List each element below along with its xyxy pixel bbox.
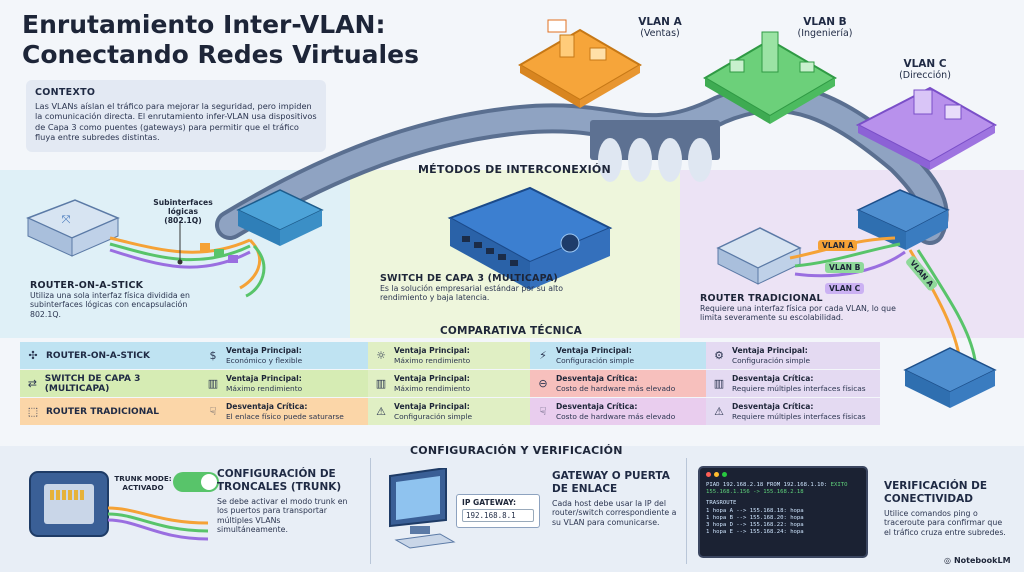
router-icon: ⬚ [27, 405, 39, 418]
comparison-cell: ☟Desventaja Crítica:Costo de hardware má… [530, 398, 706, 425]
context-heading: CONTEXTO [35, 87, 96, 98]
trunk-illustration [29, 471, 219, 541]
router-on-a-stick-router: ⤧ [26, 199, 120, 257]
bar-chart-icon: ▥ [375, 377, 387, 390]
comparison-cell: ☟Desventaja Crítica:El enlace físico pue… [200, 398, 368, 425]
gateway-card: GATEWAY O PUERTA DE ENLACE Cada host deb… [552, 470, 677, 527]
vlan-b-platform [703, 31, 837, 124]
context-box: CONTEXTO Las VLANs aíslan el tráfico par… [26, 80, 326, 152]
row-header: ⇄SWITCH DE CAPA 3 (MULTICAPA) [20, 370, 200, 397]
comparison-cell: ▥Desventaja Crítica:Requiere múltiples i… [706, 370, 880, 397]
router-on-a-stick-switch [236, 189, 324, 246]
vlan-a-label: VLAN A(Ventas) [638, 16, 682, 39]
vlan-b-label: VLAN B(Ingeniería) [797, 16, 853, 39]
logo-icon: ◎ [944, 556, 951, 565]
gear-icon: ⚙ [714, 349, 724, 362]
divider [370, 458, 371, 564]
row-header: ✣ROUTER-ON-A-STICK [20, 342, 200, 369]
network-icon: ✣ [28, 349, 38, 362]
bar-chart-icon: ▥ [207, 377, 219, 390]
comparison-cell: ☼Ventaja Principal:Máximo rendimiento [368, 342, 530, 369]
warning-icon: ⚠ [376, 405, 386, 418]
gateway-ip-field[interactable]: 192.168.8.1 [462, 509, 534, 522]
network-diagram: ⤧ [26, 19, 998, 408]
trunk-mode-toggle-label: TRUNK MODE: ACTIVADO [114, 474, 172, 492]
method-router-on-a-stick: ROUTER-ON-A-STICK Utiliza una sola inter… [30, 280, 190, 319]
comparison-heading: COMPARATIVA TÉCNICA [440, 325, 582, 337]
traditional-router-switch [856, 189, 950, 250]
verify-card: VERIFICACIÓN DE CONECTIVIDAD Utilice com… [884, 480, 1006, 537]
money-icon: $ [209, 349, 217, 362]
thumbs-down-icon: ☟ [539, 405, 547, 418]
method-traditional-router: ROUTER TRADICIONAL Requiere una interfaz… [700, 293, 896, 323]
layer3-switch-device [447, 186, 613, 290]
comparison-cell: ⚠Ventaja Principal:Configuración simple [368, 398, 530, 425]
page-title: Enrutamiento Inter-VLAN: Conectando Rede… [22, 10, 419, 69]
monitor-illustration [389, 468, 456, 549]
traditional-router [716, 227, 802, 285]
comparison-row-trad: ⬚ROUTER TRADICIONAL ☟Desventaja Crítica:… [20, 398, 880, 425]
bar-chart-icon: ▥ [713, 377, 725, 390]
link-label-vlan-a: VLAN A [818, 240, 858, 251]
thumbs-down-icon: ☟ [209, 405, 217, 418]
comparison-cell: ⊖Desventaja Crítica:Costo de hardware má… [530, 370, 706, 397]
comparison-cell: ⚡Ventaja Principal:Configuración simple [530, 342, 706, 369]
terminal-window: PIAD 192.168.2.18 FROM 192.168.1.10: EXI… [698, 466, 868, 558]
bridge-arches [590, 120, 720, 182]
comparison-cell: ▥Ventaja Principal:Máximo rendimiento [368, 370, 530, 397]
comparison-cell: ▥Ventaja Principal:Máximo rendimiento [200, 370, 368, 397]
vlan-c-label: VLAN C(Dirección) [899, 58, 951, 81]
comparison-cell: $Ventaja Principal:Económico y flexible [200, 342, 368, 369]
link-label-vlan-b: VLAN B [825, 262, 865, 273]
lightning-icon: ⚡ [539, 349, 547, 362]
svg-text:⤧: ⤧ [62, 213, 71, 226]
gateway-popup: IP GATEWAY: 192.168.8.1 [456, 494, 540, 528]
methods-heading: MÉTODOS DE INTERCONEXIÓN [418, 163, 611, 176]
comparison-row-l3: ⇄SWITCH DE CAPA 3 (MULTICAPA) ▥Ventaja P… [20, 370, 880, 397]
notebooklm-logo: ◎NotebookLM [944, 556, 1011, 565]
access-switch [903, 347, 997, 408]
vlan-a-platform [518, 19, 642, 108]
warning-icon: ⚠ [714, 405, 724, 418]
method-layer3-switch: SWITCH DE CAPA 3 (MULTICAPA) Es la soluc… [380, 273, 563, 303]
divider [686, 458, 687, 564]
trunk-card: CONFIGURACIÓN DE TRONCALES (TRUNK) Se de… [217, 468, 348, 535]
comparison-row-ros: ✣ROUTER-ON-A-STICK $Ventaja Principal:Ec… [20, 342, 880, 369]
vlan-c-platform [855, 86, 998, 170]
comparison-cell: ⚠Desventaja Crítica:Requiere múltiples i… [706, 398, 880, 425]
lightbulb-icon: ☼ [376, 349, 386, 362]
arrows-icon: ⇄ [27, 377, 37, 390]
context-text: Las VLANs aíslan el tráfico para mejorar… [35, 101, 317, 143]
cost-icon: ⊖ [538, 377, 548, 390]
subinterfaces-label: Subinterfaces lógicas (802.1Q) [153, 198, 213, 225]
row-header: ⬚ROUTER TRADICIONAL [20, 398, 200, 425]
window-controls [706, 472, 727, 477]
link-label-vlan-c: VLAN C [825, 283, 865, 294]
comparison-cell: ⚙Ventaja Principal:Configuración simple [706, 342, 880, 369]
config-heading: CONFIGURACIÓN Y VERIFICACIÓN [410, 444, 623, 457]
